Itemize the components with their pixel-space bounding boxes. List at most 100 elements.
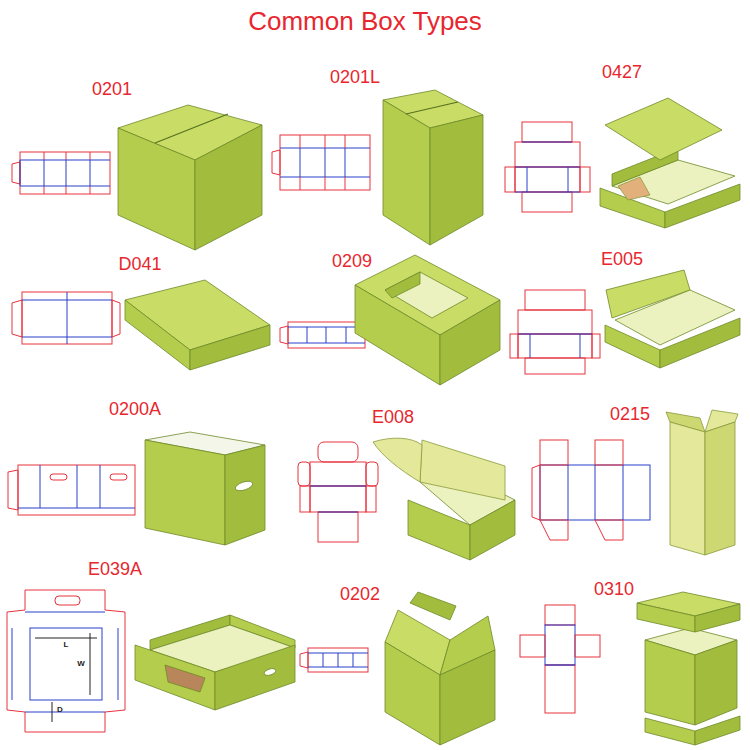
dieline-e008-part (366, 486, 376, 512)
dieline-0310-part (520, 635, 545, 657)
dieline-0201-part (44, 152, 45, 160)
type-code: E005 (601, 250, 643, 270)
box-0310-part (695, 604, 740, 632)
dieline-0215-part (568, 465, 569, 520)
dieline-e005-part (518, 334, 592, 358)
dieline-e039a-part (52, 702, 53, 722)
box-0427-part (618, 177, 650, 200)
dieline-0201-part (20, 160, 21, 186)
dieline-0427-part (515, 192, 580, 193)
box-0427 (600, 98, 740, 228)
page-title: Common Box Types (248, 7, 482, 36)
box-0200a-part (225, 445, 265, 545)
dimension-letter: D (57, 706, 63, 715)
box-0215-part (705, 422, 735, 555)
dieline-0427-part (527, 167, 528, 192)
type-code: D041 (118, 255, 161, 275)
dieline-e039a-part (25, 612, 105, 613)
dieline-0200a-part (18, 465, 135, 515)
dieline-0201-part (20, 160, 110, 161)
dieline-0209-part (288, 322, 365, 348)
dieline-0201l-part (325, 148, 326, 177)
box-0427-part (665, 184, 740, 228)
dieline-0310-part (545, 665, 575, 666)
box-0201l-part (383, 100, 430, 245)
dieline-0200a-part (110, 474, 127, 480)
dieline-e005-part (530, 334, 531, 358)
box-e039a-part (165, 665, 205, 692)
dieline-e008-part (318, 442, 358, 462)
box-e039a (135, 615, 295, 710)
type-code: 0209 (332, 252, 372, 272)
dieline-e008-part (300, 486, 310, 512)
box-0201l (383, 90, 483, 245)
dieline-e005-part (525, 358, 585, 374)
dieline-0201l-part (300, 135, 301, 148)
type-code: 0215 (610, 405, 650, 425)
dieline-0427-part (505, 167, 515, 192)
dieline-0201l-part (300, 177, 301, 190)
dieline-e039a-part (118, 628, 119, 700)
box-0201l-part (406, 102, 458, 114)
type-code: 0200A (109, 400, 161, 420)
box-e005 (605, 270, 740, 368)
dieline-0427-part (515, 167, 580, 168)
box-e039a-part (215, 645, 295, 710)
dieline-0201l-part (325, 177, 326, 190)
box-e008-part (420, 440, 505, 500)
dieline-0201l-part (345, 135, 346, 148)
dieline-e008-part (310, 486, 366, 512)
dieline-e039a (7, 590, 125, 732)
box-d041-part (190, 325, 270, 370)
dieline-0215-part (540, 465, 650, 520)
dieline-0200a-part (8, 470, 18, 510)
box-0201-part (195, 125, 262, 250)
box-e008-part (408, 500, 470, 560)
dieline-e008-part (298, 462, 310, 486)
dieline-0201l-part (325, 135, 326, 148)
dieline-0427-part (568, 167, 569, 192)
dieline-e008-part (318, 512, 358, 513)
dieline-e008-part (310, 486, 366, 487)
box-0310 (637, 592, 740, 745)
dieline-0215-part (623, 465, 624, 520)
dieline-0209-part (346, 327, 347, 343)
dieline-0209-part (326, 327, 327, 343)
box-0201l-part (430, 115, 483, 245)
box-0209-part (385, 272, 420, 298)
dieline-0202 (300, 648, 368, 672)
dimension-letter: L (64, 641, 69, 650)
dieline-e008 (298, 442, 378, 542)
dieline-0201l-part (300, 148, 301, 177)
dieline-0215-part (540, 440, 568, 465)
box-0215 (666, 410, 738, 555)
dieline-0201-part (44, 160, 45, 186)
dieline-e039a-part (7, 590, 125, 732)
dieline-e005-part (510, 334, 518, 358)
dieline-0427-part (522, 122, 572, 142)
dieline-0201-part (66, 152, 67, 160)
type-code: 0201L (330, 68, 380, 88)
dieline-e005 (510, 290, 600, 374)
dieline-e008-part (366, 462, 378, 486)
dieline-0215-part (595, 465, 596, 520)
dieline-e039a-part (12, 628, 13, 700)
dieline-0201l-part (272, 150, 280, 175)
dieline-0427-part (515, 142, 580, 167)
type-code: E039A (88, 560, 142, 580)
dieline-0201l-part (280, 135, 370, 190)
dieline-0202-part (353, 653, 354, 667)
dieline-0215-part (532, 465, 540, 520)
dieline-0427 (505, 122, 590, 212)
dieline-e005-part (525, 290, 585, 310)
box-e008 (373, 438, 515, 560)
dieline-0427-part (515, 167, 580, 192)
box-0427-part (605, 98, 722, 160)
dieline-0427-part (580, 167, 590, 192)
dieline-0200a-part (100, 465, 101, 508)
dieline-0201-part (20, 152, 110, 194)
dieline-e005-part (580, 334, 581, 358)
dimension-letter: W (77, 660, 85, 669)
box-0202-part (410, 592, 456, 620)
